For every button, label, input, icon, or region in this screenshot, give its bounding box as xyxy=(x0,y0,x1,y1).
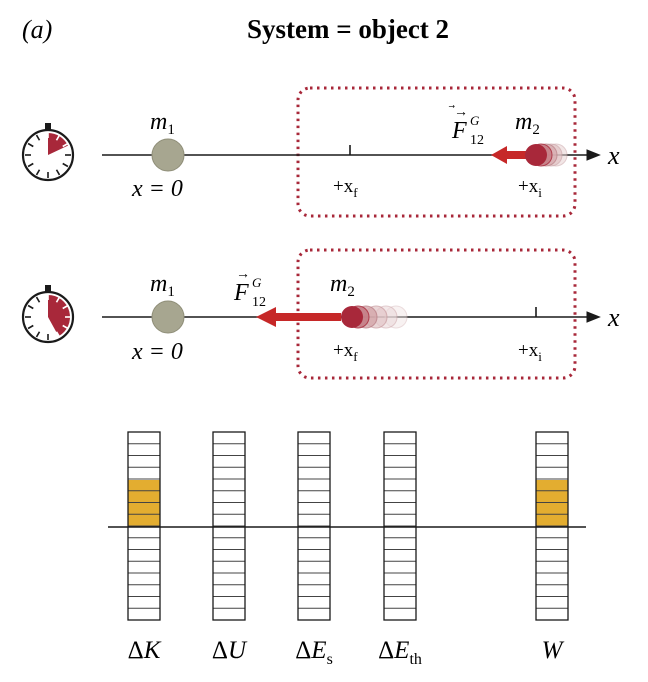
force-vector-arrow-icon: → xyxy=(236,267,250,282)
svg-text:G: G xyxy=(252,275,262,290)
xf-label: +xf xyxy=(333,176,358,200)
clock-tick xyxy=(35,331,41,338)
clock-tick xyxy=(55,331,61,338)
m2-label: m2 xyxy=(330,271,355,300)
energy-bar: ΔU xyxy=(212,431,248,664)
m2-label: m2 xyxy=(515,109,540,138)
energy-bar-outline xyxy=(127,431,161,621)
clock-ticks xyxy=(25,294,71,340)
energy-bar: W xyxy=(535,431,569,664)
row-2: m1 x = 0 F → G 12 m2 +xf +xi x xyxy=(21,248,620,380)
clock-ticks xyxy=(25,132,71,178)
xf-label: +xf xyxy=(333,340,358,364)
origin-label: x = 0 xyxy=(131,176,183,202)
force-label: F ⃗ → G 12 xyxy=(448,105,484,148)
panel-label: (a) xyxy=(22,15,52,44)
clock-tick xyxy=(55,134,61,141)
stopwatch-button xyxy=(45,285,51,291)
mass-1 xyxy=(151,138,185,172)
elapsed-time-sector xyxy=(48,133,68,155)
clock-tick xyxy=(35,134,41,141)
diagram-title: System = object 2 xyxy=(247,14,449,44)
energy-bar-label: ΔEth xyxy=(378,637,422,668)
clock-tick xyxy=(27,162,34,168)
xi-label: +xi xyxy=(518,176,542,200)
force-vector-arrow-icon: → xyxy=(454,105,468,120)
energy-bar-label: ΔU xyxy=(212,637,248,664)
clock-tick xyxy=(27,142,34,148)
clock-tick xyxy=(62,324,69,330)
axis-label: x xyxy=(607,303,620,332)
origin-label: x = 0 xyxy=(131,339,183,365)
clock-tick xyxy=(62,304,69,310)
system-boundary xyxy=(296,86,577,218)
xi-label: +xi xyxy=(518,340,542,364)
svg-text:G: G xyxy=(470,113,480,128)
mass-2 xyxy=(341,306,363,328)
force-arrow xyxy=(491,146,530,164)
system-boundary xyxy=(296,248,577,380)
clock-tick xyxy=(55,169,61,176)
clock-tick xyxy=(55,296,61,303)
m1-label: m1 xyxy=(150,109,175,138)
energy-bar: ΔK xyxy=(127,431,162,664)
svg-text:F: F xyxy=(451,118,467,144)
svg-text:12: 12 xyxy=(252,295,266,310)
energy-bar-outline xyxy=(297,431,331,621)
stopwatch-icon xyxy=(21,123,75,182)
force-label: F → G 12 xyxy=(233,267,266,310)
energy-bar-outline xyxy=(535,431,569,621)
svg-text:12: 12 xyxy=(470,133,484,148)
m1-label: m1 xyxy=(150,271,175,300)
force-arrow xyxy=(256,307,341,327)
energy-bar-label: W xyxy=(542,637,565,664)
energy-bar: ΔEth xyxy=(378,431,422,668)
energy-bar-outline xyxy=(383,431,417,621)
energy-bar-label: ΔK xyxy=(128,637,162,664)
clock-tick xyxy=(62,162,69,168)
energy-bar: ΔEs xyxy=(295,431,333,668)
energy-bar-outline xyxy=(212,431,246,621)
energy-bar-label: ΔEs xyxy=(295,637,333,668)
stopwatch-icon xyxy=(21,285,75,344)
stopwatch-button xyxy=(45,123,51,129)
clock-tick xyxy=(35,296,41,303)
energy-bar-fill xyxy=(128,480,160,527)
clock-tick xyxy=(35,169,41,176)
energy-bar-fill xyxy=(536,480,568,527)
energy-bar-diagram: ΔK ΔU ΔEs ΔEth W xyxy=(108,431,586,668)
mass-1 xyxy=(151,300,185,334)
clock-tick xyxy=(62,142,69,148)
row-1: m1 x = 0 F ⃗ → G 12 m2 +xf +xi x xyxy=(21,86,620,218)
axis-label: x xyxy=(607,141,620,170)
clock-tick xyxy=(27,324,34,330)
clock-tick xyxy=(27,304,34,310)
mass-2 xyxy=(525,144,547,166)
svg-text:F: F xyxy=(233,280,249,306)
